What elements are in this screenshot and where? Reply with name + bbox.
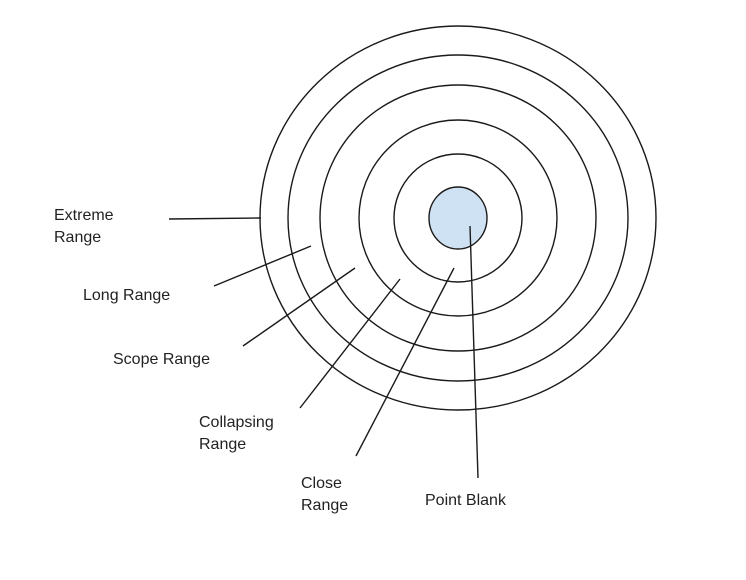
leader-scope-range (242, 267, 356, 347)
label-collapsing-range: Collapsing Range (199, 414, 278, 453)
leader-close-range (355, 267, 455, 457)
leader-extreme-range (168, 217, 262, 220)
ring-collapsing-range (358, 119, 558, 317)
leader-point-blank (469, 225, 479, 479)
label-scope-range: Scope Range (113, 351, 210, 368)
label-close-range: Close Range (301, 475, 348, 514)
ring-long-range (287, 54, 629, 382)
label-point-blank: Point Blank (425, 492, 507, 509)
label-long-range: Long Range (83, 287, 170, 304)
label-extreme-range: Extreme Range (54, 207, 118, 246)
point-blank-center (428, 186, 488, 250)
ring-scope-range (319, 84, 597, 352)
ring-close-range (393, 153, 523, 283)
leader-long-range (213, 245, 312, 287)
leader-collapsing-range (299, 278, 401, 409)
